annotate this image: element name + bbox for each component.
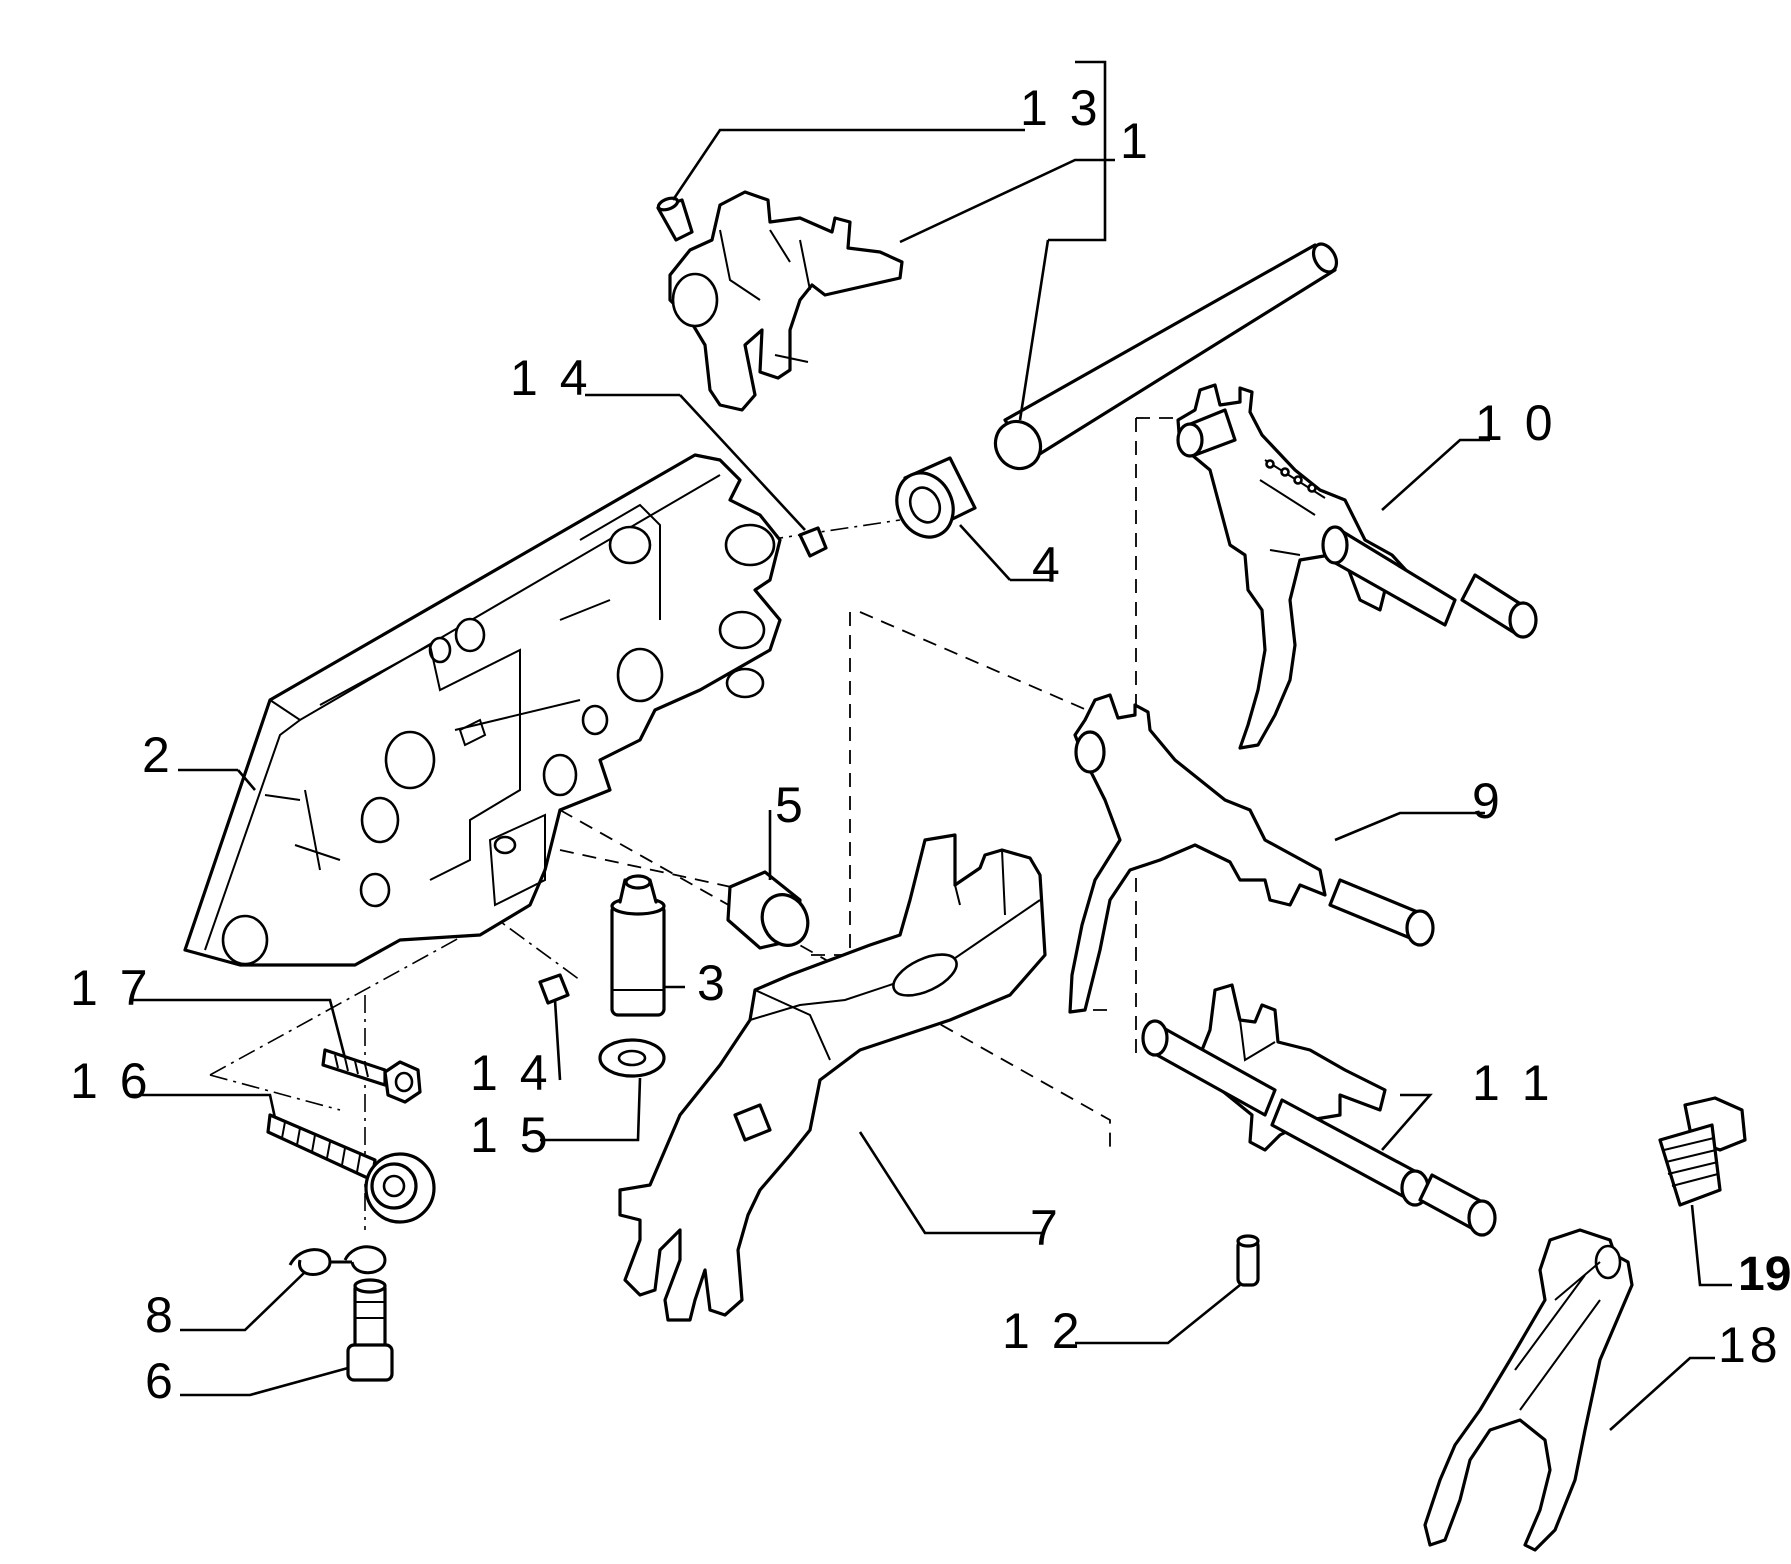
part-19-bolt <box>1658 1096 1747 1207</box>
callout-2: 2 <box>142 727 174 783</box>
part-12-roll-pin <box>1236 1234 1260 1287</box>
callout-16: 1 6 <box>70 1053 152 1109</box>
part-9-fork-middle <box>1068 693 1435 1014</box>
callout-14-lower: 1 4 <box>470 1045 552 1101</box>
part-10-fork-upper <box>1176 383 1538 750</box>
callout-4: 4 <box>1032 537 1064 593</box>
part-18-fork <box>1423 1228 1634 1552</box>
part-14-pin-lower <box>538 973 570 1005</box>
part-5-roller <box>726 870 810 950</box>
callout-13: 1 3 <box>1020 80 1102 136</box>
callout-6: 6 <box>145 1353 177 1409</box>
part-6-pin <box>346 1278 394 1382</box>
part-4-bushing <box>895 456 977 539</box>
callout-19: 19 <box>1738 1248 1791 1301</box>
assembly-bracket <box>1048 60 1107 242</box>
callout-17: 1 7 <box>70 960 152 1016</box>
part-11-fork-lower <box>1141 983 1497 1237</box>
callout-7: 7 <box>1030 1200 1062 1256</box>
callout-labels: 1 3 1 1 4 1 0 4 2 5 9 3 1 7 1 6 1 4 1 5 … <box>70 80 1791 1409</box>
part-2-housing <box>183 453 782 967</box>
part-15-washer <box>598 1038 666 1078</box>
part-17-bolt <box>321 1048 422 1104</box>
callout-9: 9 <box>1472 773 1504 829</box>
part-7-shift-arm <box>618 833 1047 1322</box>
part-1-selector-lever <box>668 190 904 412</box>
callout-15: 1 5 <box>470 1107 552 1163</box>
part-shaft-long <box>993 242 1339 471</box>
callout-11: 1 1 <box>1472 1055 1554 1111</box>
part-3-plunger <box>610 874 666 1017</box>
part-14-pin-upper <box>798 526 828 558</box>
callout-12: 1 2 <box>1002 1303 1084 1359</box>
callout-1: 1 <box>1120 113 1152 169</box>
part-8-spring <box>288 1245 387 1276</box>
part-13-pin <box>656 196 694 242</box>
callout-5: 5 <box>775 777 807 833</box>
callout-3: 3 <box>697 955 729 1011</box>
callout-10: 1 0 <box>1475 395 1557 451</box>
callout-14-upper: 1 4 <box>510 350 592 406</box>
callout-8: 8 <box>145 1287 177 1343</box>
part-16-bolt <box>266 1113 436 1224</box>
leader-lines <box>130 128 1732 1431</box>
callout-18: 18 <box>1718 1317 1782 1373</box>
